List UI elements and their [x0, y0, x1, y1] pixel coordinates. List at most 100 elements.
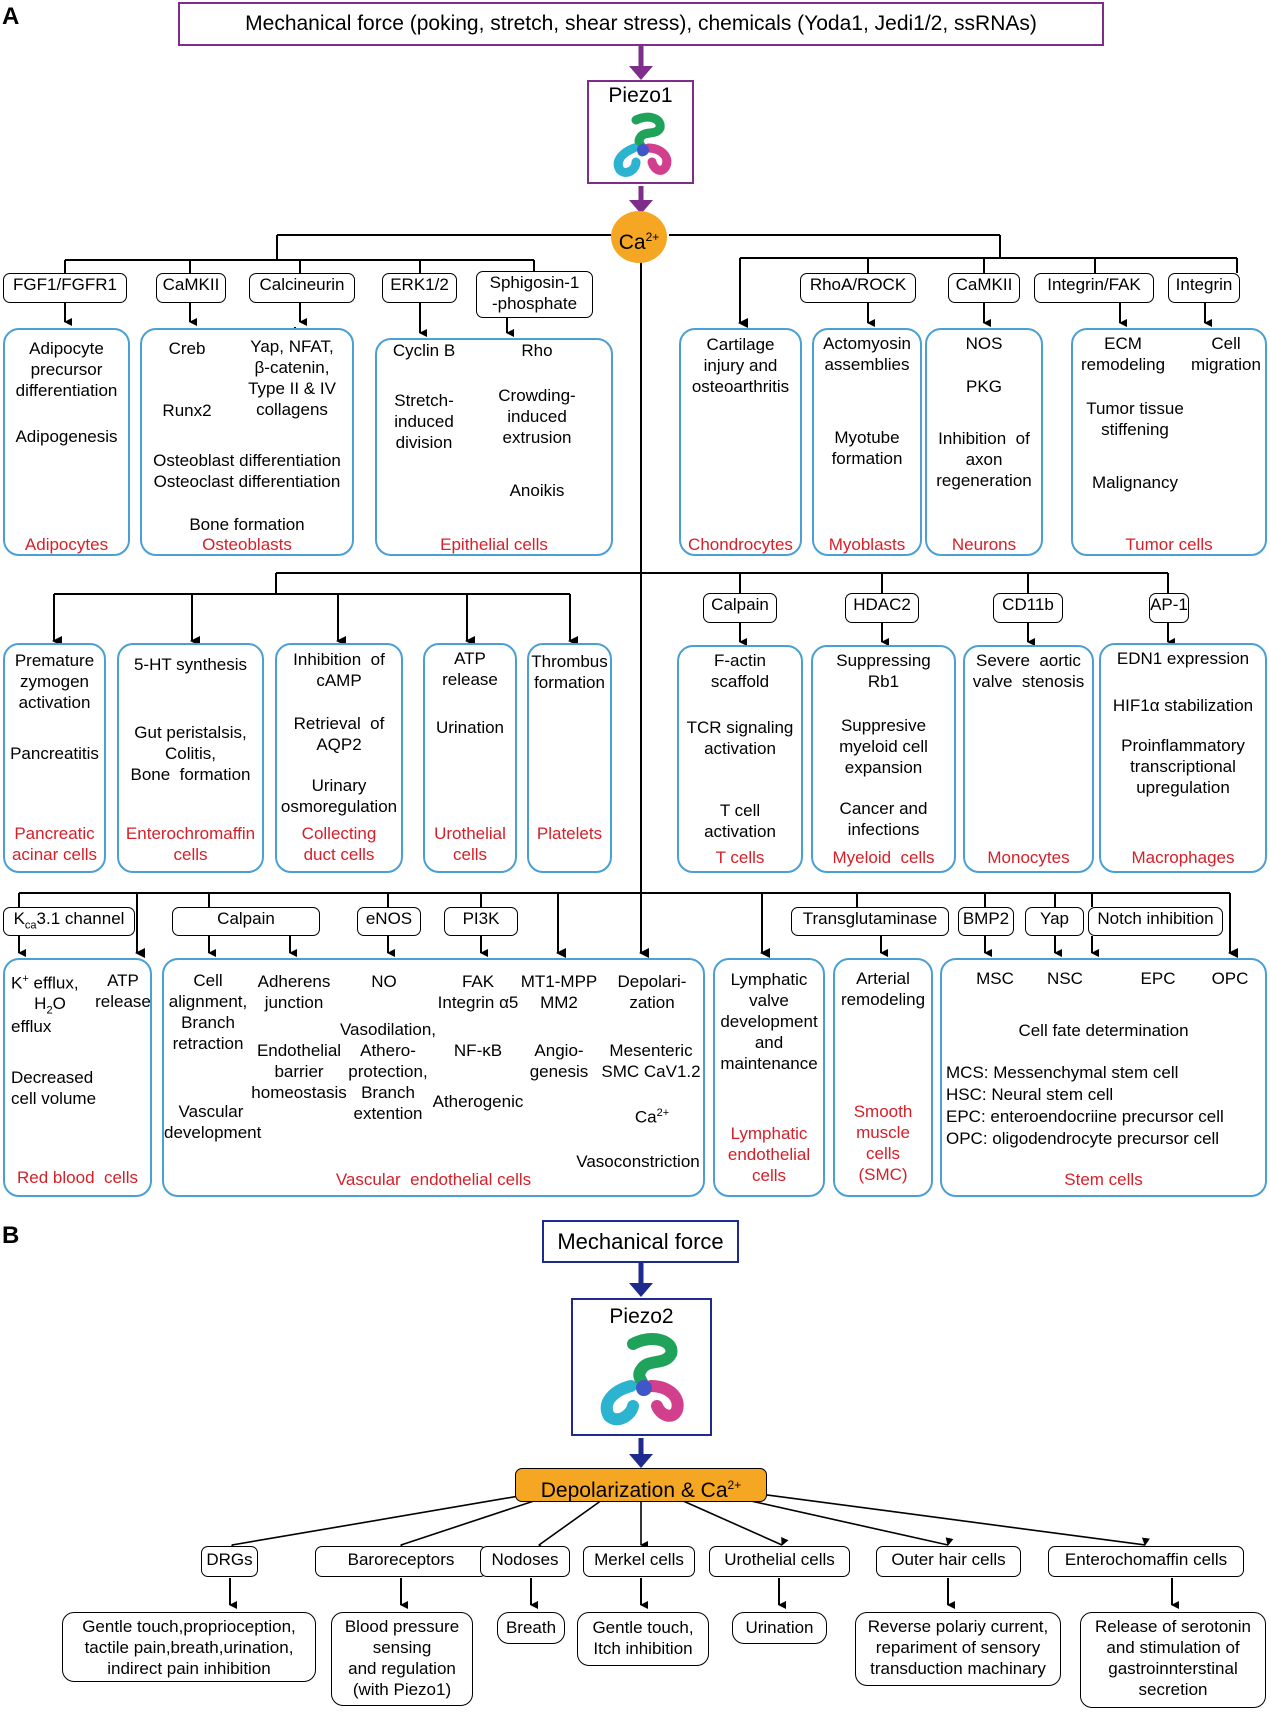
- rbc-efflux-1: efflux,: [28, 973, 79, 993]
- vec-nf-kb: NF-κB: [453, 1041, 503, 1060]
- signal-yap: Yap: [1025, 907, 1084, 936]
- cell-label-tumor: Tumor cells: [1125, 535, 1213, 554]
- macrophage-edn1: EDN1 expression: [1116, 649, 1250, 668]
- cell-label-platelets: Platelets: [536, 824, 603, 843]
- vec-calcium: Ca2+: [622, 1103, 682, 1128]
- pancreatic-pancreatitis: Pancreatitis: [10, 744, 99, 763]
- cell-stem-cells: MSC NSC EPC OPC Cell fate determination …: [940, 958, 1267, 1197]
- platelet-thrombus: Thrombus formation: [531, 652, 608, 692]
- myoblast-actomyosin: Actomyosin assemblies: [823, 334, 911, 374]
- signal-erk1-2: ERK1/2: [382, 273, 457, 303]
- rbc-k-charge: +: [22, 973, 29, 985]
- piezo2-structure-icon: [600, 1333, 684, 1426]
- cell-collecting-duct: Inhibition of cAMP Retrieval of AQP2 Uri…: [275, 643, 403, 873]
- cell-t-cells: F-actin scaffold TCR signaling activatio…: [677, 645, 803, 873]
- tumor-cell-migration: Cell migration: [1191, 334, 1261, 374]
- piezo1-label: Piezo1: [608, 84, 673, 107]
- cell-label-myoblasts: Myoblasts: [828, 535, 906, 554]
- cell-lymphatic-endothelial: Lymphatic valve development and maintena…: [713, 958, 825, 1197]
- signal-integrin-fak: Integrin/FAK: [1034, 273, 1154, 303]
- cell-label-pancreatic: Pancreatic acinar cells: [11, 824, 98, 864]
- neuron-pkg: PKG: [966, 377, 1002, 396]
- piezo2-stimulus-box: Mechanical force: [542, 1220, 739, 1263]
- vec-mesenteric-smc: Mesenteric SMC CaV1.2: [601, 1041, 701, 1081]
- cell-urothelial: ATP release Urination Urothelial cells: [423, 643, 517, 873]
- collecting-osmoregulation: Urinary osmoregulation: [280, 776, 398, 816]
- cell-label-lymphatic: Lymphatic endothelial cells: [727, 1124, 811, 1185]
- entero-5ht-synthesis: 5-HT synthesis: [133, 655, 248, 674]
- tcell-f-actin: F-actin scaffold: [710, 651, 770, 691]
- cell-label-epithelial: Epithelial cells: [440, 535, 548, 554]
- signal-camkii-2: CaMKII: [948, 273, 1020, 303]
- stem-legend-hsc: HSC: Neural stem cell: [946, 1085, 1114, 1104]
- cell-label-monocytes: Monocytes: [987, 848, 1070, 867]
- signal-ap-1: AP-1: [1149, 593, 1189, 623]
- rbc-2: 2: [46, 1004, 53, 1017]
- osteoblast-yap-nfat: Yap, NFAT, β-catenin, Type II & IV colla…: [248, 337, 336, 419]
- vec-angiogenesis: Angio- genesis: [529, 1041, 589, 1081]
- cell-label-smc: Smooth muscle cells (SMC): [853, 1102, 913, 1184]
- cell-label-enterochromaffin: Enterochromaffin cells: [125, 824, 256, 864]
- cell-vascular-endothelial: Cell alignment, Branch retraction Vascul…: [162, 958, 705, 1197]
- urothelial-atp-release: ATP release: [442, 649, 498, 689]
- adipocyte-step-1: Adipocyte precursor differentiation: [15, 339, 118, 400]
- piezo1-stimuli-box: Mechanical force (poking, stretch, shear…: [178, 2, 1104, 46]
- stem-nsc: NSC: [1047, 969, 1083, 988]
- signal-transglutaminase: Transglutaminase: [791, 907, 949, 936]
- depolarization-text: Depolarization & Ca: [540, 1479, 728, 1502]
- neuron-nos: NOS: [965, 334, 1003, 353]
- chondrocyte-cartilage-injury: Cartilage injury and osteoarthritis: [691, 335, 790, 396]
- cell-label-myeloid: Myeloid cells: [832, 848, 935, 867]
- stem-legend-epc: EPC: enteroendocriine precursor cell: [946, 1107, 1224, 1126]
- osteoblast-bone-formation: Bone formation: [189, 515, 305, 534]
- calcium-charge: 2+: [645, 230, 660, 244]
- rbc-h2o: H2O: [25, 993, 75, 1021]
- vec-ca: Ca: [634, 1107, 657, 1127]
- signal-bmp2: BMP2: [958, 907, 1014, 936]
- outcome-enterochromaffin: Release of serotonin and stimulation of …: [1080, 1612, 1266, 1708]
- vec-no: NO: [371, 972, 397, 991]
- target-urothelial-cells: Urothelial cells: [709, 1546, 850, 1577]
- vec-atherogenic: Atherogenic: [432, 1092, 524, 1111]
- panel-label-a: A: [2, 3, 20, 30]
- signal-kca3-1-channel: Kca3.1 channel: [3, 907, 135, 936]
- signal-calpain: Calpain: [703, 593, 777, 623]
- outcome-outer-hair-cells: Reverse polariy current, repariment of s…: [855, 1612, 1061, 1686]
- smc-arterial-remodeling: Arterial remodeling: [840, 969, 926, 1009]
- urothelial-urination: Urination: [435, 718, 505, 737]
- cell-smooth-muscle: Arterial remodeling Smooth muscle cells …: [833, 958, 933, 1197]
- neuron-axon-inhibition: Inhibition of axon regeneration: [936, 429, 1032, 490]
- cell-osteoblasts: Creb Runx2 Yap, NFAT, β-catenin, Type II…: [140, 328, 354, 556]
- rbc-decreased-volume: Decreased cell volume: [11, 1068, 97, 1108]
- cell-adipocytes: Adipocyte precursor differentiation Adip…: [3, 328, 130, 556]
- signal-sphingosine-1-phosphate: Sphigosin-1 -phosphate: [476, 271, 593, 318]
- adipocyte-step-2: Adipogenesis: [15, 427, 118, 446]
- outcome-baroreceptors: Blood pressure sensing and regulation (w…: [331, 1612, 473, 1706]
- osteoblast-creb: Creb: [168, 339, 206, 358]
- tumor-stiffening: Tumor tissue stiffening: [1086, 399, 1184, 439]
- cell-platelets: Thrombus formation Platelets: [527, 643, 612, 873]
- outcome-drgs: Gentle touch,proprioception, tactile pai…: [62, 1612, 316, 1682]
- signal-enos: eNOS: [357, 907, 421, 936]
- cell-label-t-cells: T cells: [715, 848, 765, 867]
- tumor-malignancy: Malignancy: [1092, 473, 1178, 492]
- signal-calcineurin: Calcineurin: [249, 273, 355, 303]
- stem-cell-fate: Cell fate determination: [1018, 1021, 1189, 1040]
- osteoblast-differentiation: Osteoblast differentiation Osteoclast di…: [153, 451, 341, 491]
- target-merkel-cells: Merkel cells: [583, 1546, 695, 1577]
- entero-gut-peristalsis: Gut peristalsis, Colitis, Bone formation: [130, 723, 251, 784]
- cell-tumor: ECM remodeling Cell migration Tumor tiss…: [1071, 328, 1267, 556]
- outcome-nodoses: Breath: [497, 1612, 565, 1644]
- epithelial-cyclin-b: Cyclin B: [392, 341, 456, 360]
- kca-k: K: [13, 909, 25, 928]
- vec-endothelial-barrier: Endothelial barrier homeostasis: [251, 1041, 347, 1102]
- piezo2-box: Piezo2: [571, 1298, 712, 1436]
- lymph-valve-development: Lymphatic valve development and maintena…: [720, 970, 818, 1073]
- macrophage-proinflammatory: Proinflammatory transcriptional upregula…: [1121, 736, 1245, 797]
- rbc-efflux-2: efflux: [11, 1017, 52, 1036]
- rbc-o: O: [52, 994, 66, 1013]
- cell-label-red-blood-cells: Red blood cells: [17, 1168, 138, 1187]
- myoblast-myotube: Myotube formation: [831, 428, 903, 468]
- target-outer-hair-cells: Outer hair cells: [876, 1546, 1021, 1577]
- tcell-tcr-signaling: TCR signaling activation: [686, 718, 794, 758]
